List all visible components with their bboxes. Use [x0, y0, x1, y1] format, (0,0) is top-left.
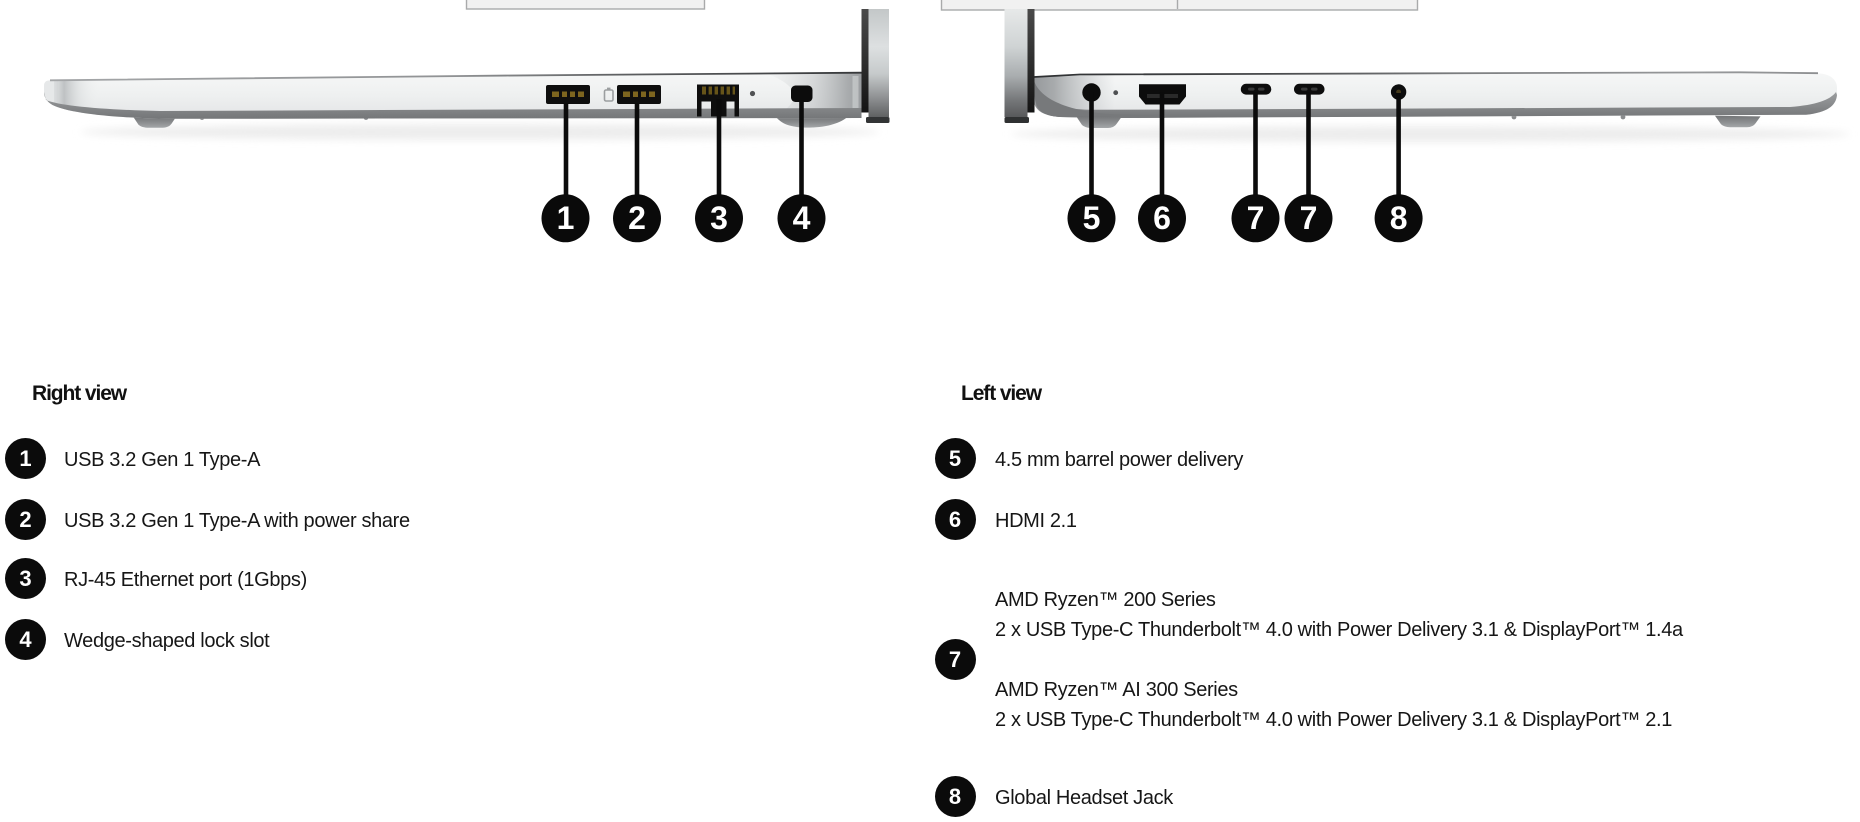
- svg-text:5: 5: [1083, 200, 1101, 236]
- svg-text:4: 4: [793, 200, 811, 236]
- svg-text:2: 2: [628, 200, 646, 236]
- svg-text:8: 8: [1390, 200, 1408, 236]
- svg-text:6: 6: [1153, 200, 1171, 236]
- svg-text:7: 7: [1300, 200, 1318, 236]
- svg-text:7: 7: [1247, 200, 1265, 236]
- svg-text:1: 1: [557, 200, 575, 236]
- svg-text:3: 3: [710, 200, 728, 236]
